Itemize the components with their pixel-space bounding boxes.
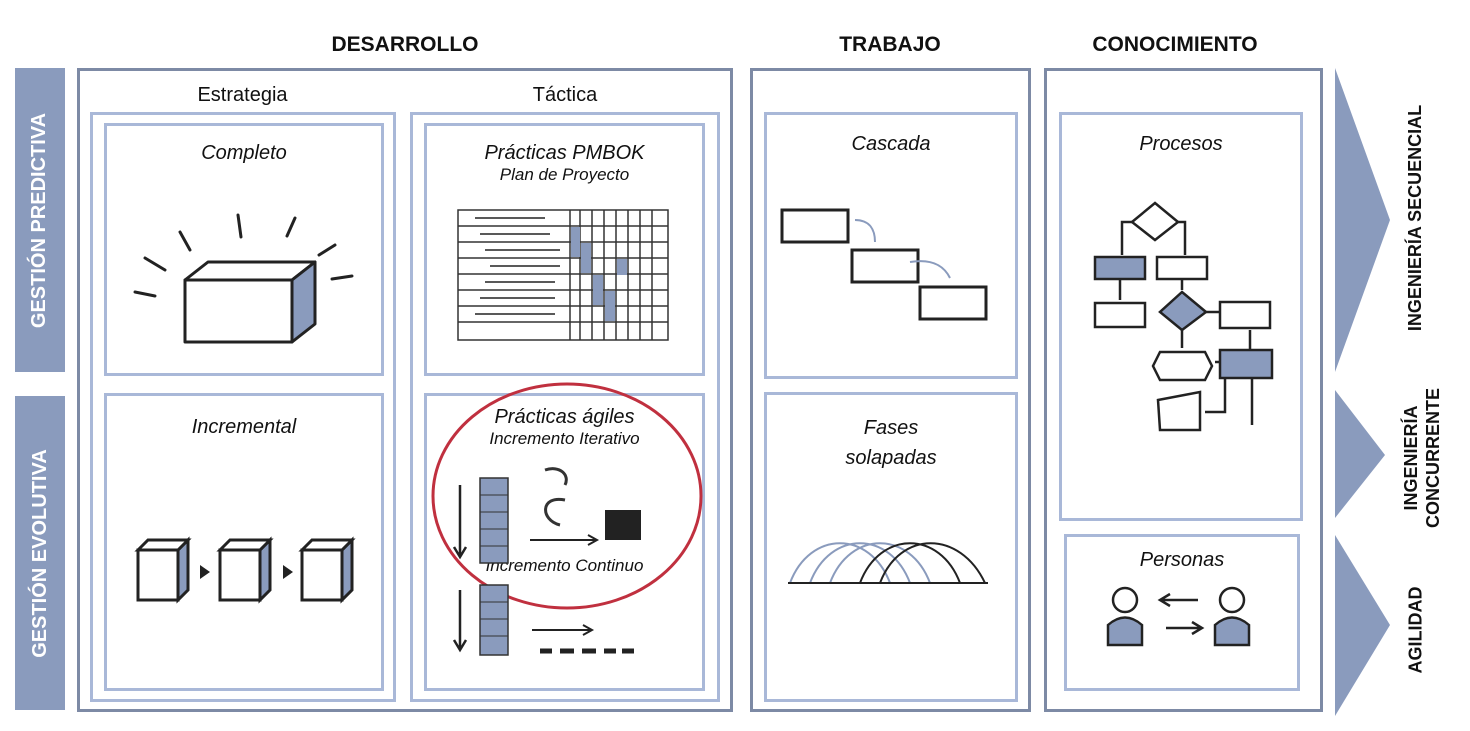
cell-title: Prácticas ágiles bbox=[494, 406, 635, 428]
header-desarrollo: DESARROLLO bbox=[331, 33, 479, 56]
column-tactica: Táctica bbox=[532, 84, 598, 106]
continuo-label: Incremento Continuo bbox=[485, 556, 644, 575]
cell-agiles: Prácticas ágiles Incremento Iterativo In… bbox=[424, 393, 705, 691]
cell-completo: Completo bbox=[104, 123, 384, 376]
header-trabajo: TRABAJO bbox=[839, 33, 941, 56]
iterativo-label: Incremento Iterativo bbox=[489, 429, 640, 448]
side-label-text: INGENIERÍA SECUENCIAL bbox=[1405, 104, 1426, 332]
label-secuencial: INGENIERÍA SECUENCIAL bbox=[1395, 68, 1435, 368]
triangle-agilidad-icon bbox=[1335, 535, 1390, 716]
cell-title: Procesos bbox=[1139, 133, 1223, 155]
side-label-line: CONCURRENTE bbox=[1423, 387, 1444, 528]
side-label-line: INGENIERÍA bbox=[1401, 404, 1422, 511]
cell-fases: Fases solapadas bbox=[764, 392, 1018, 702]
cell-title: Completo bbox=[201, 142, 287, 164]
cell-title: Cascada bbox=[851, 133, 931, 155]
cell-title: Fases solapadas bbox=[767, 413, 1015, 473]
cell-title: Incremental bbox=[191, 416, 297, 438]
cell-procesos: Procesos bbox=[1059, 112, 1303, 521]
triangle-secuencial-icon bbox=[1335, 68, 1390, 372]
column-estrategia: Estrategia bbox=[197, 84, 288, 106]
cell-subtitle: Plan de Proyecto bbox=[499, 165, 630, 184]
row-label-evolutiva: GESTIÓN EVOLUTIVA bbox=[15, 396, 65, 710]
row-label-text: GESTIÓN PREDICTIVA bbox=[28, 112, 51, 328]
cell-title: Personas bbox=[1139, 549, 1225, 571]
estrategia-column bbox=[90, 112, 396, 702]
cell-title: Prácticas PMBOK bbox=[484, 142, 645, 164]
label-agilidad: AGILIDAD bbox=[1395, 545, 1435, 715]
cell-title-line: Fases bbox=[863, 417, 919, 439]
header-conocimiento: CONOCIMIENTO bbox=[1092, 33, 1258, 56]
cell-incremental: Incremental bbox=[104, 393, 384, 691]
side-label-text: AGILIDAD bbox=[1405, 586, 1425, 674]
row-label-text: GESTIÓN EVOLUTIVA bbox=[28, 448, 51, 658]
cell-personas: Personas bbox=[1064, 534, 1300, 691]
row-label-predictiva: GESTIÓN PREDICTIVA bbox=[15, 68, 65, 372]
cell-cascada: Cascada bbox=[764, 112, 1018, 379]
tactica-column bbox=[410, 112, 720, 702]
triangle-concurrente-icon bbox=[1335, 390, 1385, 518]
cell-title-line: solapadas bbox=[845, 447, 937, 469]
